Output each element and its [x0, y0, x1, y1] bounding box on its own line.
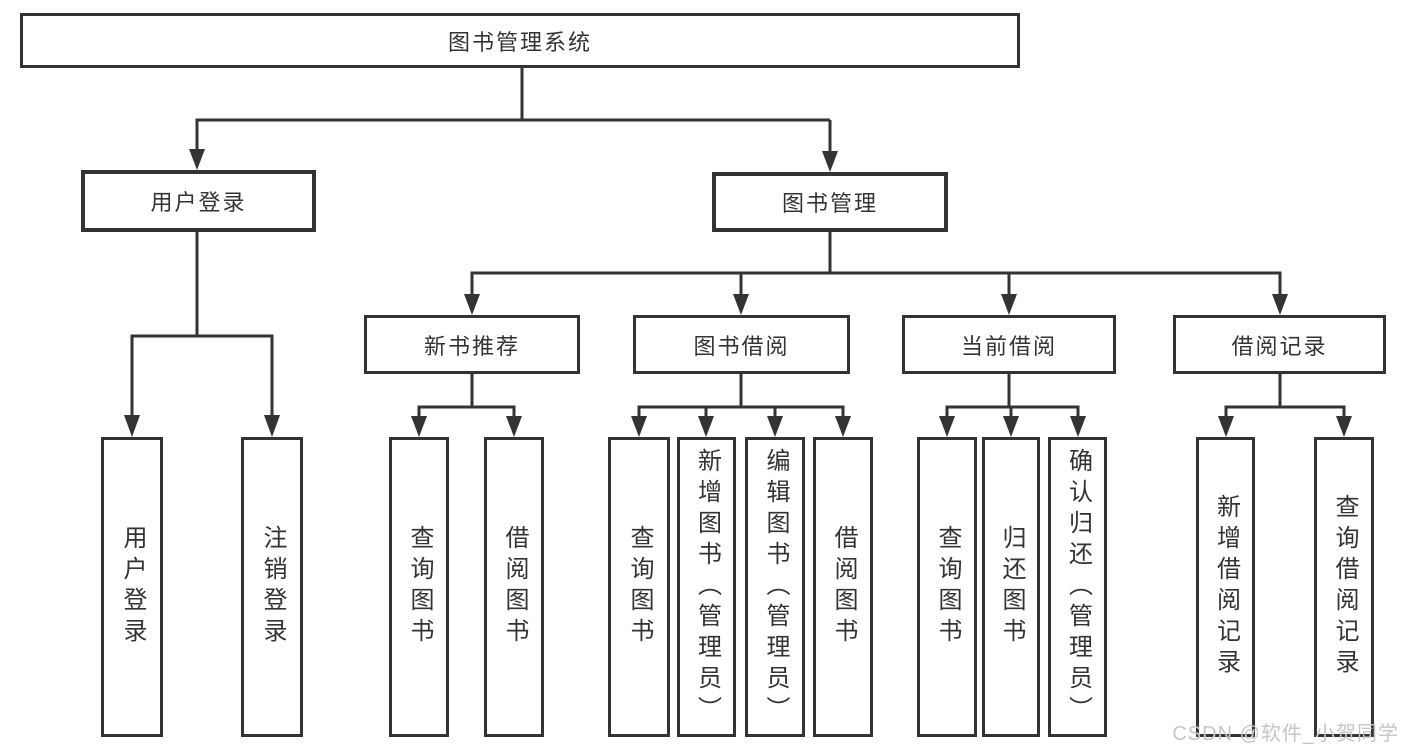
arrow-bb-add: [698, 416, 714, 437]
node-label: 借阅图书: [830, 525, 857, 649]
arrow-br-add: [1218, 416, 1234, 437]
leaf-cb-query-books: 查询图书: [917, 437, 977, 737]
connector-new-book-rec-to-children: [417, 374, 516, 418]
node-user-login: 用户登录: [81, 170, 316, 232]
node-label: 当前借阅: [960, 333, 1057, 359]
node-label: 借阅图书: [501, 525, 528, 649]
arrowheads: [124, 149, 1352, 437]
leaf-br-add-record: 新增借阅记录: [1196, 437, 1255, 737]
node-current-borrowing: 当前借阅: [902, 315, 1116, 374]
arrow-book-borrowing: [733, 294, 749, 315]
node-label: 图书管理: [781, 191, 878, 216]
arrow-cb-confirm: [1070, 416, 1086, 437]
node-label: 用户登录: [150, 190, 247, 215]
node-label: 图书借阅: [693, 333, 790, 359]
node-label: 图书管理系统: [447, 29, 592, 55]
node-label: 查询图书: [626, 525, 653, 649]
node-label: 查询借阅记录: [1331, 494, 1358, 680]
node-new-book-recommendation: 新书推荐: [364, 315, 580, 374]
connector-root-to-level2: [195, 68, 832, 153]
connector-current-borrowing-to-children: [945, 374, 1080, 418]
arrow-borrow-records: [1272, 294, 1288, 315]
node-borrowing-records: 借阅记录: [1173, 315, 1386, 374]
leaf-nbr-query-books: 查询图书: [389, 437, 449, 737]
node-label: 新书推荐: [423, 333, 520, 359]
leaf-nbr-borrow-books: 借阅图书: [484, 437, 544, 737]
node-book-management-system: 图书管理系统: [20, 13, 1020, 68]
arrow-new-book-rec: [464, 294, 480, 315]
connector-borrow-records-to-children: [1224, 374, 1346, 418]
leaf-br-query-record: 查询借阅记录: [1314, 437, 1374, 737]
leaf-cb-return-books: 归还图书: [982, 437, 1040, 737]
arrow-leaf-logout: [264, 415, 280, 437]
leaf-logout: 注销登录: [241, 437, 303, 737]
leaf-bb-query-books: 查询图书: [608, 437, 670, 737]
node-label: 查询图书: [934, 525, 961, 649]
leaf-user-login: 用户登录: [101, 437, 163, 737]
connector-book-borrowing-to-children: [637, 374, 845, 418]
node-label: 新增图书（管理员）: [693, 447, 721, 727]
arrow-leaf-user-login: [124, 415, 140, 437]
node-book-borrowing: 图书借阅: [633, 315, 850, 374]
arrow-nbr-borrow: [506, 416, 522, 437]
connector-book-management-to-children: [470, 232, 1282, 296]
leaf-bb-edit-books-admin: 编辑图书（管理员）: [745, 437, 805, 737]
node-book-management: 图书管理: [712, 172, 948, 232]
arrow-cb-query: [939, 416, 955, 437]
arrow-bb-borrow: [835, 416, 851, 437]
node-label: 确认归还（管理员）: [1064, 447, 1092, 727]
arrow-nbr-query: [411, 416, 427, 437]
node-label: 编辑图书（管理员）: [762, 447, 789, 727]
arrow-bb-edit: [767, 416, 783, 437]
connector-user-login-to-children: [130, 232, 274, 417]
arrow-cb-return: [1003, 416, 1019, 437]
arrow-br-query: [1336, 416, 1352, 437]
node-label: 查询图书: [406, 525, 433, 649]
csdn-watermark: CSDN @软件_小贺同学: [1172, 723, 1399, 745]
arrow-book-management: [822, 151, 838, 172]
arrow-current-borrowing: [1001, 294, 1017, 315]
node-label: 借阅记录: [1231, 333, 1328, 359]
leaf-cb-confirm-return-admin: 确认归还（管理员）: [1048, 437, 1107, 737]
node-label: 注销登录: [259, 525, 286, 649]
leaf-bb-borrow-books: 借阅图书: [813, 437, 873, 737]
leaf-bb-add-books-admin: 新增图书（管理员）: [677, 437, 736, 737]
node-label: 用户登录: [119, 525, 146, 649]
node-label: 新增借阅记录: [1212, 494, 1240, 680]
arrow-user-login: [189, 149, 205, 170]
arrow-bb-query: [631, 416, 647, 437]
node-label: 归还图书: [998, 525, 1025, 649]
